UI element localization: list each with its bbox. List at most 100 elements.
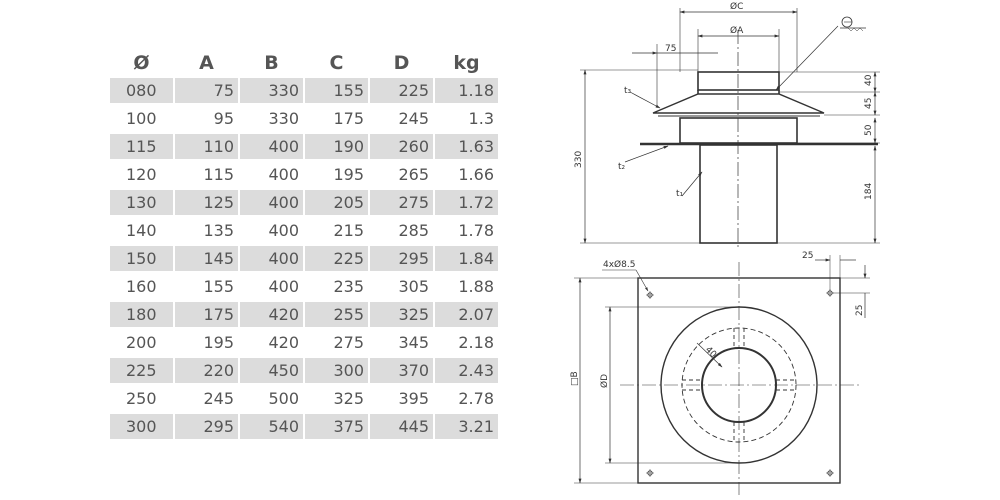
table-cell: 200 (126, 333, 157, 352)
table-cell: 2.07 (435, 302, 498, 327)
table-cell: 195 (333, 165, 364, 184)
table-cell: 255 (305, 302, 368, 327)
table-cell: 180 (110, 302, 173, 327)
table-cell: 265 (398, 165, 429, 184)
table-cell: 1.63 (435, 134, 498, 159)
table-cell: 100 (126, 109, 157, 128)
side-view (580, 8, 880, 248)
label-dim-45: 45 (864, 98, 874, 109)
label-dim-25-side: 25 (855, 305, 865, 316)
table-cell: 115 (110, 134, 173, 159)
label-dim-c: ØC (730, 1, 743, 12)
table-cell: 400 (268, 165, 299, 184)
table-cell: 110 (175, 134, 238, 159)
top-view-labels: 4xØ8.5 25 25 40 □B ØD (570, 251, 865, 388)
label-dim-40: 40 (864, 74, 874, 86)
label-dim-184: 184 (864, 183, 874, 200)
table-cell: 275 (370, 190, 433, 215)
table-cell: 160 (126, 277, 157, 296)
lower-pipe (699, 144, 778, 244)
inner-circle (701, 347, 777, 423)
table-cell: 2.18 (458, 333, 494, 352)
table-cell: 300 (110, 414, 173, 439)
table-cell: 195 (203, 333, 234, 352)
table-cell: 75 (175, 78, 238, 103)
table-cell: 140 (126, 221, 157, 240)
table-cell: 175 (175, 302, 238, 327)
table-cell: 400 (240, 246, 303, 271)
table-cell: 155 (305, 78, 368, 103)
table-cell: 370 (370, 358, 433, 383)
header-c: C (329, 52, 344, 74)
label-dim-b: □B (570, 371, 580, 386)
table-cell: 215 (333, 221, 364, 240)
top-cap (697, 71, 780, 91)
table-cell: 305 (398, 277, 429, 296)
table-cell: 500 (268, 389, 299, 408)
table-cell: 150 (110, 246, 173, 271)
table-cell: 1.72 (435, 190, 498, 215)
table-cell: 95 (213, 109, 234, 128)
label-dim-25-top: 25 (802, 251, 813, 261)
table-cell: 225 (305, 246, 368, 271)
side-view-labels: ØC ØA 75 t₃ t₂ t₁ 330 40 45 50 184 (574, 1, 874, 200)
table-cell: 260 (370, 134, 433, 159)
table-cell: 2.78 (458, 389, 494, 408)
dashed-circle (681, 327, 797, 443)
table-cell: 120 (126, 165, 157, 184)
table-cell: 450 (240, 358, 303, 383)
header-diameter: Ø (133, 52, 150, 74)
table-cell: 175 (333, 109, 364, 128)
table-cell: 295 (370, 246, 433, 271)
table-header-row: Ø A B C D kg (110, 51, 498, 75)
table-cell: 400 (268, 277, 299, 296)
header-d: D (393, 52, 410, 74)
table-cell: 330 (268, 109, 299, 128)
table-cell: 400 (240, 190, 303, 215)
table-cell: 395 (398, 389, 429, 408)
table-cell: 250 (126, 389, 157, 408)
table-cell: 155 (203, 277, 234, 296)
label-holes: 4xØ8.5 (603, 259, 635, 270)
table-cell: 245 (203, 389, 234, 408)
label-t2: t₂ (618, 162, 626, 172)
table-cell: 330 (240, 78, 303, 103)
table-cell: 245 (398, 109, 429, 128)
table-cell: 205 (305, 190, 368, 215)
label-dim-75: 75 (665, 44, 676, 54)
table-cell: 445 (370, 414, 433, 439)
top-view (574, 255, 870, 495)
table-cell: 2.43 (435, 358, 498, 383)
table-cell: 220 (175, 358, 238, 383)
header-b: B (264, 52, 279, 74)
table-cell: 130 (110, 190, 173, 215)
table-cell: 225 (110, 358, 173, 383)
table-cell: 190 (305, 134, 368, 159)
table-cell: 275 (333, 333, 364, 352)
table-cell: 325 (370, 302, 433, 327)
table-cell: 1.18 (435, 78, 498, 103)
segment-dividers (682, 328, 796, 442)
label-dim-d: ØD (599, 374, 610, 388)
table-cell: 345 (398, 333, 429, 352)
table-cell: 3.21 (435, 414, 498, 439)
bolt-holes (646, 289, 834, 477)
table-cell: 420 (240, 302, 303, 327)
table-cell: 540 (240, 414, 303, 439)
label-dim-a: ØA (730, 25, 744, 36)
cone-collar (652, 93, 825, 114)
